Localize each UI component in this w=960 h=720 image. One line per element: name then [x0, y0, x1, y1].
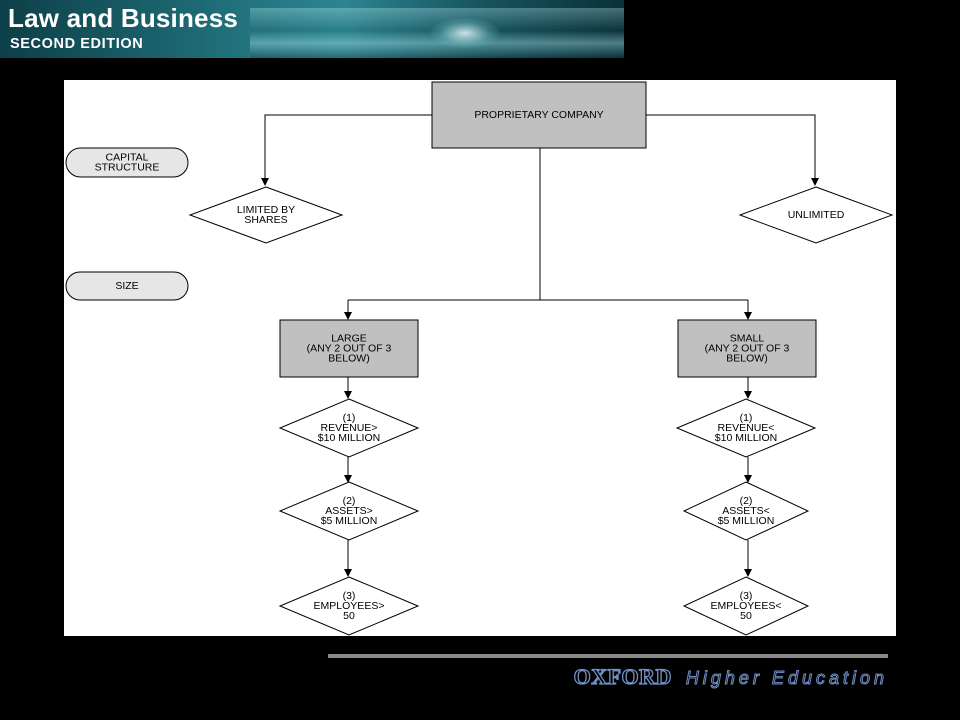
- side-label-capital-structure-label-line: CAPITAL: [106, 152, 149, 164]
- publisher-tagline: Higher Education: [685, 668, 888, 689]
- box-small-company-label-line: (ANY 2 OUT OF 3: [705, 343, 790, 355]
- banner-light-image: [430, 18, 500, 48]
- diamond-small-criterion-3: [682, 576, 810, 636]
- root-node-proprietary-company-label-line: PROPRIETARY COMPANY: [474, 109, 603, 121]
- diamond-large-criterion-1-label-line: $10 MILLION: [318, 432, 380, 444]
- book-edition: SECOND EDITION: [10, 36, 144, 52]
- box-small-company-label-line: BELOW): [726, 353, 767, 365]
- side-label-capital-structure: [65, 147, 189, 178]
- diamond-large-criterion-1-label-line: (1): [343, 412, 356, 424]
- diamond-small-criterion-2-label-line: (2): [740, 495, 753, 507]
- diamond-small-criterion-2-label-line: ASSETS<: [722, 505, 770, 517]
- publisher-name: OXFORD: [573, 663, 672, 689]
- box-large-company-label-line: BELOW): [328, 353, 369, 365]
- book-title: Law and Business: [8, 3, 239, 33]
- diamond-large-criterion-2-label-line: ASSETS>: [325, 505, 373, 517]
- diamond-small-criterion-3-label-line: 50: [740, 610, 752, 622]
- diamond-large-criterion-2-label-line: $5 MILLION: [321, 515, 378, 527]
- connector-root-to-limited: [261, 114, 432, 186]
- footer-divider: [328, 654, 888, 658]
- diamond-large-criterion-3-label-line: (3): [343, 590, 356, 602]
- diamond-small-criterion-1-label-line: REVENUE<: [718, 422, 775, 434]
- diamond-limited-by-shares-label-line: SHARES: [244, 214, 287, 226]
- diamond-small-criterion-1-label-line: $10 MILLION: [715, 432, 777, 444]
- publisher-logo: OXFORD Higher Education: [573, 663, 888, 690]
- book-banner: Law and Business SECOND EDITION: [0, 0, 624, 58]
- diamond-small-criterion-3-label-line: (3): [740, 590, 753, 602]
- side-label-size: [65, 271, 189, 301]
- box-large-company-label-line: LARGE: [331, 333, 367, 345]
- box-small-company: [677, 319, 817, 378]
- diamond-limited-by-shares: [188, 186, 344, 244]
- diamond-small-criterion-1-label-line: (1): [740, 412, 753, 424]
- diamond-small-criterion-1: [675, 398, 817, 458]
- diamond-large-criterion-1: [278, 398, 420, 458]
- diamond-large-criterion-3-label-line: EMPLOYEES>: [314, 600, 385, 612]
- connector-root-to-unlimited: [646, 114, 819, 186]
- box-small-company-label-line: SMALL: [730, 333, 765, 345]
- side-label-size-label-line: SIZE: [115, 280, 138, 292]
- diamond-large-criterion-1-label-line: REVENUE>: [321, 422, 378, 434]
- diamond-large-criterion-2: [278, 481, 420, 541]
- diamond-unlimited: [738, 186, 894, 244]
- box-large-company-label-line: (ANY 2 OUT OF 3: [307, 343, 392, 355]
- root-node-proprietary-company: [431, 81, 647, 149]
- box-large-company: [279, 319, 419, 378]
- diamond-unlimited-label-line: UNLIMITED: [788, 209, 845, 221]
- diamond-large-criterion-3-label-line: 50: [343, 610, 355, 622]
- diamond-large-criterion-3: [278, 576, 420, 636]
- diamond-small-criterion-2-label-line: $5 MILLION: [718, 515, 775, 527]
- diamond-large-criterion-2-label-line: (2): [343, 495, 356, 507]
- side-label-capital-structure-label-line: STRUCTURE: [95, 162, 160, 174]
- diamond-small-criterion-3-label-line: EMPLOYEES<: [711, 600, 782, 612]
- diamond-small-criterion-2: [682, 481, 810, 541]
- diamond-limited-by-shares-label-line: LIMITED BY: [237, 204, 295, 216]
